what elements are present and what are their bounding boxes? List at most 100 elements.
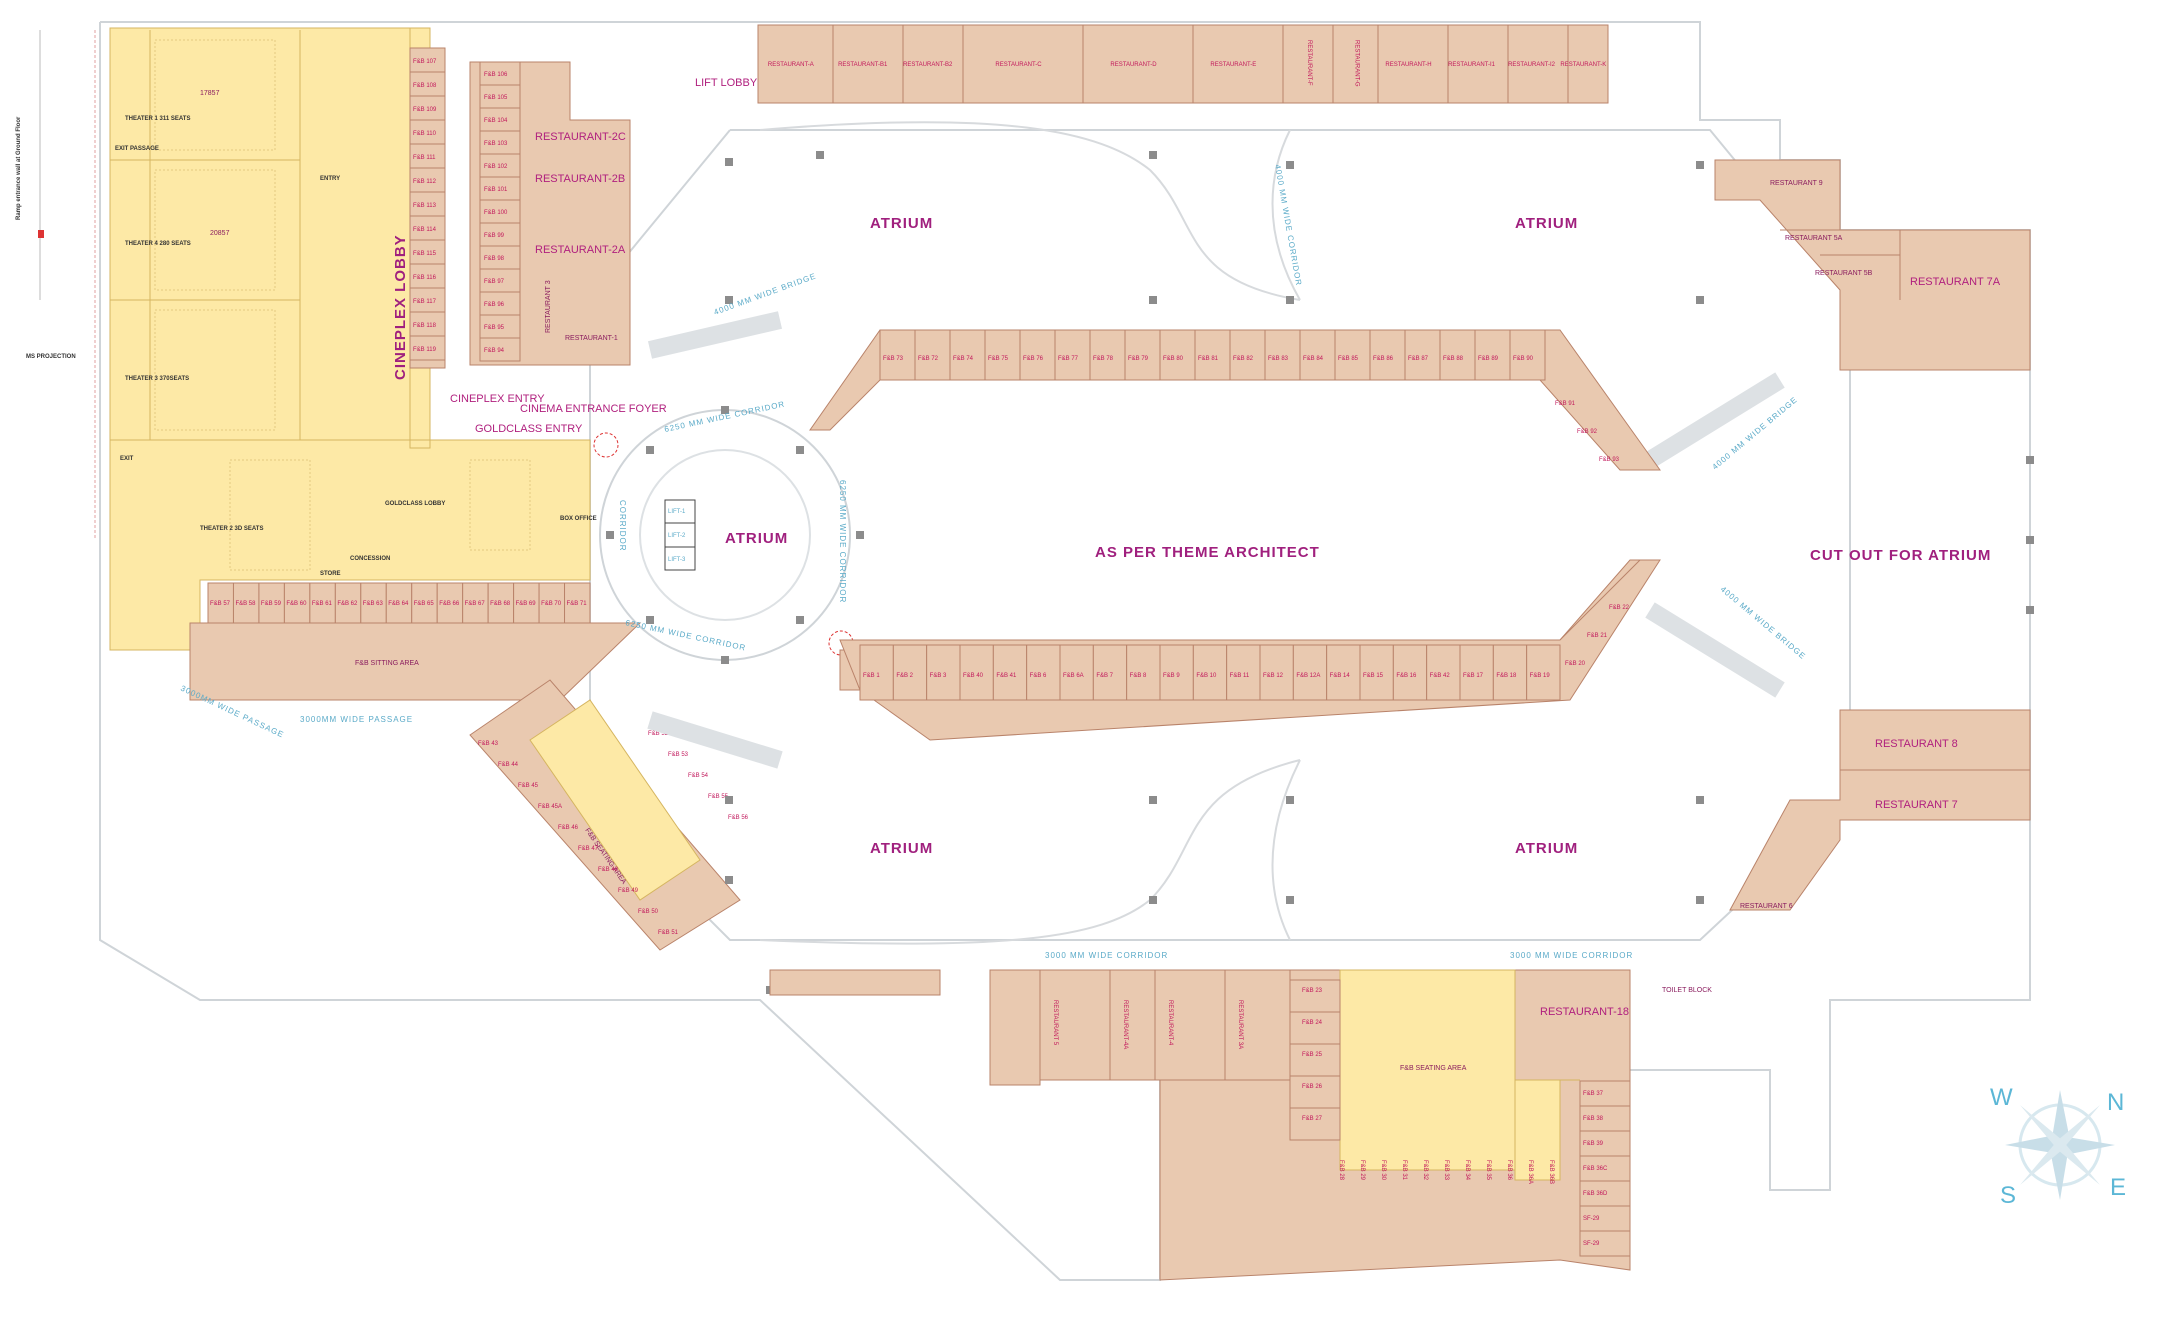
fb-label: F&B 36A [1527, 1160, 1533, 1184]
restaurant-8: RESTAURANT 8 [1875, 738, 1958, 750]
ms-projection-label: MS PROJECTION [26, 354, 76, 360]
fb-cell [1579, 1155, 1631, 1182]
diagonal-fb-block: F&B SEATING AREA F&B 43F&B 44F&B 45F&B 4… [469, 679, 749, 951]
top-restaurant-label: RESTAURANT-C [995, 62, 1042, 68]
restaurant-9: RESTAURANT 9 [1770, 180, 1823, 187]
lift-2: LIFT-2 [668, 533, 686, 539]
pillar [1286, 796, 1294, 804]
bridge-right-bottom: 4000 MM WIDE BRIDGE [1719, 585, 1808, 662]
pillar [796, 616, 804, 624]
fb-label: F&B 39 [1583, 1141, 1604, 1147]
fb-label: F&B 61 [312, 601, 333, 607]
fb-label: F&B 10 [1196, 673, 1217, 679]
fb-label: F&B 9 [1163, 673, 1180, 679]
fb-cell [409, 191, 446, 217]
top-restaurant-cell [962, 24, 1084, 104]
fb-label: F&B 66 [439, 601, 460, 607]
fb-cell [1159, 644, 1194, 701]
fb-label: F&B 93 [1599, 457, 1620, 463]
fb-label: F&B 64 [388, 601, 409, 607]
fb-label: F&B 102 [484, 164, 508, 170]
diag-fb-label: F&B 48 [598, 867, 619, 873]
fb-label: F&B 110 [413, 131, 437, 137]
fb-sitting-area: F&B SITTING AREA [355, 660, 419, 667]
pillars [606, 151, 2034, 994]
restaurant-1: RESTAURANT-1 [565, 335, 618, 342]
top-restaurant-label: RESTAURANT-B2 [903, 62, 953, 68]
top-restaurant-cell [1377, 24, 1449, 104]
fb-cell [409, 95, 446, 121]
fb-cell [1089, 329, 1126, 381]
fb-cell [1192, 644, 1228, 701]
fb-cell [409, 47, 446, 73]
fb-cell [1474, 329, 1511, 381]
fb-cell [1226, 644, 1261, 701]
fb-label: F&B 6 [1030, 673, 1047, 679]
atrium-top-right: ATRIUM [1515, 215, 1578, 232]
fb-label: F&B 113 [413, 203, 437, 209]
atrium-interior [593, 121, 1785, 945]
fb-cell [1126, 644, 1161, 701]
fb-label: F&B 62 [337, 601, 358, 607]
pillar [1149, 151, 1157, 159]
theater-2-label: THEATER 4 280 SEATS [125, 241, 191, 247]
fb-cell [538, 582, 566, 624]
fb-cell [1264, 329, 1301, 381]
cinema-area-2: 20857 [210, 230, 230, 237]
fb-label: F&B 83 [1268, 356, 1289, 362]
bridge-curve: 4000 MM WIDE CORRIDOR [1273, 164, 1303, 287]
fb-label: F&B 96 [484, 302, 505, 308]
fb-label: F&B 88 [1443, 356, 1464, 362]
fb-label: F&B 107 [413, 59, 437, 65]
fb-label: F&B 36 [1506, 1160, 1512, 1181]
fb-label: F&B 75 [988, 356, 1009, 362]
fb-cell [1019, 329, 1056, 381]
compass-e: E [2110, 1174, 2126, 1201]
top-restaurant-label: RESTAURANT-D [1110, 62, 1157, 68]
fb-label: F&B 21 [1587, 633, 1608, 639]
cutout-atrium-label: CUT OUT FOR ATRIUM [1810, 547, 1991, 564]
restaurant-2b: RESTAURANT-2B [535, 173, 625, 185]
fb-label: F&B 76 [1023, 356, 1044, 362]
ramp-note: Ramp entrance wall at Ground Floor [16, 116, 22, 220]
top-restaurant-label: RESTAURANT-K [1560, 62, 1606, 68]
fb-label: F&B 114 [413, 227, 437, 233]
fb-label: F&B 70 [541, 601, 562, 607]
fb-cell [1509, 329, 1546, 381]
pillar [725, 876, 733, 884]
fb-label: F&B 8 [1130, 673, 1147, 679]
fb-cell [1579, 1180, 1631, 1207]
restaurant-3: RESTAURANT 3 [545, 280, 552, 333]
diag-fb-label: F&B 56 [728, 815, 749, 821]
fb-cell [1439, 329, 1476, 381]
fb-cell [1054, 329, 1091, 381]
restaurant-2a: RESTAURANT-2A [535, 244, 626, 256]
fb-cell [334, 582, 362, 624]
fb-cell [1194, 329, 1231, 381]
top-restaurant-label: RESTAURANT-G [1354, 40, 1360, 87]
fb-cell [1159, 329, 1196, 381]
goldclass-lobby-label: GOLDCLASS LOBBY [385, 501, 445, 507]
fb-cell [1289, 1075, 1341, 1109]
fb-cell [462, 582, 489, 624]
compass-n: N [2107, 1089, 2124, 1116]
fb-cell [879, 329, 916, 381]
top-restaurant-cell [832, 24, 904, 104]
entry-label: ENTRY [320, 176, 340, 182]
fb-label: F&B 16 [1396, 673, 1417, 679]
lift-1: LIFT-1 [668, 509, 686, 515]
cinema-area-1: 17857 [200, 90, 220, 97]
restaurant-5b: RESTAURANT 5B [1815, 270, 1873, 277]
pillar [1696, 161, 1704, 169]
cineplex-entry-label: CINEPLEX ENTRY [450, 393, 545, 405]
fb-cell [859, 644, 894, 701]
pillar [725, 158, 733, 166]
left-notes: Ramp entrance wall at Ground Floor MS PR… [16, 30, 96, 540]
restaurant-7: RESTAURANT 7 [1875, 799, 1958, 811]
bottom-restaurant-label: RESTAURANT-4 [1167, 1000, 1173, 1046]
fb-label: F&B 19 [1530, 673, 1551, 679]
fb-cell [479, 337, 521, 362]
